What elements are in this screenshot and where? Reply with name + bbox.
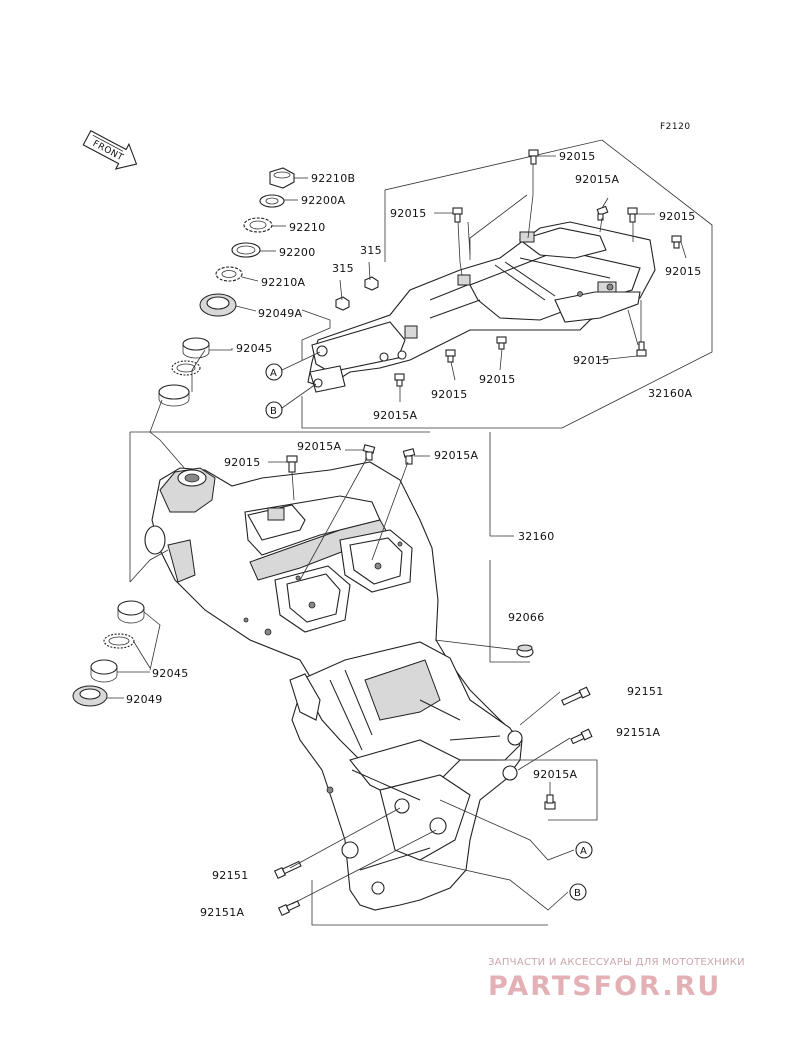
label-32160: 32160 bbox=[518, 530, 555, 543]
svg-text:B: B bbox=[574, 888, 581, 899]
subframe-32160A-assembly bbox=[281, 139, 713, 429]
label-92015-sub-left: 92015 bbox=[390, 207, 427, 220]
watermark-logo: PARTSFOR.RU bbox=[488, 971, 721, 1002]
plug-92066-icon bbox=[516, 644, 534, 658]
bolt-92151-left-icon bbox=[273, 860, 302, 880]
ref-a-top: A bbox=[265, 363, 283, 381]
label-92015-sub-mid1: 92015 bbox=[431, 388, 468, 401]
bearing-92045-upper-icon bbox=[158, 337, 210, 407]
label-92151-right: 92151 bbox=[627, 685, 664, 698]
bolt-92151A-left-icon bbox=[277, 900, 301, 917]
label-92015-main: 92015 bbox=[224, 456, 261, 469]
label-92210A: 92210A bbox=[261, 276, 305, 289]
lower-bearing-stack bbox=[72, 549, 169, 707]
nut-92210A-icon bbox=[215, 266, 243, 282]
ref-b-top: B bbox=[265, 401, 283, 419]
label-92151-left: 92151 bbox=[212, 869, 249, 882]
ref-b-bottom: B bbox=[569, 883, 587, 901]
label-92015-sub-right2: 92015 bbox=[665, 265, 702, 278]
label-92015A-main2: 92015A bbox=[434, 449, 478, 462]
bolt-92151A-right-icon bbox=[570, 728, 593, 745]
nut-315-icon bbox=[364, 276, 379, 291]
bolt-icon bbox=[496, 336, 507, 350]
label-92049A: 92049A bbox=[258, 307, 302, 320]
front-arrow-icon: FRONT bbox=[82, 129, 138, 170]
bolt-icon bbox=[671, 235, 682, 249]
label-92015-sub-bot-right: 92015 bbox=[573, 354, 610, 367]
label-92066: 92066 bbox=[508, 611, 545, 624]
bolt-92015A-main3-icon bbox=[544, 794, 556, 810]
bolt-icon bbox=[452, 207, 463, 223]
bolt-icon bbox=[402, 448, 416, 465]
locknut-92210-icon bbox=[243, 217, 273, 233]
label-92200: 92200 bbox=[279, 246, 316, 259]
label-92049: 92049 bbox=[126, 693, 163, 706]
seal-92049A-icon bbox=[199, 293, 237, 317]
bolt-icon bbox=[596, 205, 609, 221]
washer-92200-icon bbox=[231, 242, 261, 258]
label-92015A-main1: 92015A bbox=[297, 440, 341, 453]
svg-text:B: B bbox=[270, 406, 277, 417]
label-92015A-main3: 92015A bbox=[533, 768, 577, 781]
bolt-icon bbox=[445, 349, 456, 363]
label-92015A-sub-bot: 92015A bbox=[373, 409, 417, 422]
bolt-icon bbox=[362, 444, 376, 461]
label-92015-sub-right1: 92015 bbox=[659, 210, 696, 223]
label-92210B: 92210B bbox=[311, 172, 355, 185]
label-92015-sub-top: 92015 bbox=[559, 150, 596, 163]
bolt-icon bbox=[636, 341, 647, 357]
nut-92210B-icon bbox=[269, 167, 295, 189]
bolt-92151-right-icon bbox=[561, 686, 591, 706]
label-92200A: 92200A bbox=[301, 194, 345, 207]
bolt-icon bbox=[394, 373, 405, 387]
svg-text:A: A bbox=[270, 368, 277, 379]
label-32160A: 32160A bbox=[648, 387, 692, 400]
washer-92200A-icon bbox=[259, 194, 285, 208]
ref-a-bottom: A bbox=[575, 841, 593, 859]
main-frame-32160 bbox=[129, 431, 598, 926]
label-92151A-right: 92151A bbox=[616, 726, 660, 739]
label-92210: 92210 bbox=[289, 221, 326, 234]
nut-315-icon bbox=[335, 296, 350, 311]
bolt-icon bbox=[627, 207, 638, 223]
seal-92049-icon bbox=[72, 685, 108, 707]
bearing-92045-lower-icon bbox=[90, 600, 145, 683]
figure-id: F2120 bbox=[660, 122, 691, 132]
svg-text:A: A bbox=[580, 846, 587, 857]
label-92151A-left: 92151A bbox=[200, 906, 244, 919]
watermark-tagline: ЗАПЧАСТИ И АКСЕССУАРЫ ДЛЯ МОТОТЕХНИКИ bbox=[488, 957, 745, 968]
bolt-icon bbox=[528, 149, 539, 165]
label-92045-top: 92045 bbox=[236, 342, 273, 355]
label-315-b: 315 bbox=[332, 262, 354, 275]
bolt-icon bbox=[286, 455, 298, 473]
label-92015A-sub-right: 92015A bbox=[575, 173, 619, 186]
label-315-a: 315 bbox=[360, 244, 382, 257]
label-92045-bot: 92045 bbox=[152, 667, 189, 680]
steering-stack bbox=[149, 167, 308, 471]
label-92015-sub-mid2: 92015 bbox=[479, 373, 516, 386]
